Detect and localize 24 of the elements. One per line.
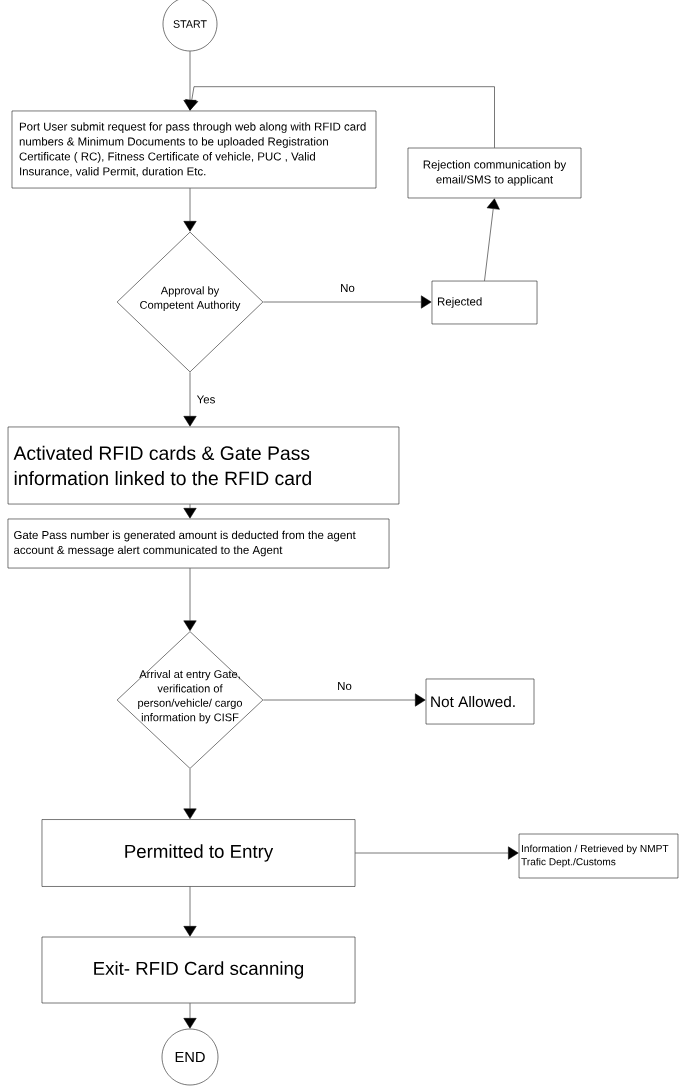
arrow bbox=[183, 768, 197, 820]
process-box: Activated RFID cards & Gate Pass information linked to the RFID card bbox=[7, 426, 400, 505]
arrow bbox=[183, 504, 197, 519]
arrow bbox=[183, 372, 197, 427]
arrow bbox=[263, 693, 426, 707]
arrow bbox=[263, 295, 432, 309]
process-box: Information / Retrieved by NMPT Trafic Dept./Customs bbox=[518, 833, 679, 879]
process-box: Permitted to Entry bbox=[41, 819, 356, 887]
arrow bbox=[183, 1003, 197, 1029]
arrow bbox=[183, 886, 197, 937]
process-box: Rejection communication by email/SMS to applicant bbox=[407, 147, 582, 199]
arrow bbox=[484, 198, 500, 282]
process-box: Port User submit request for pass through web along with RFID card numbers & Minimum Documents to be uploaded Registration Certificate ( RC), Fitness Certificate of vehicle, PUC , Valid Insurance, valid Permit, duration Etc. bbox=[11, 110, 377, 189]
edge-label: No bbox=[335, 680, 354, 692]
process-box: Not Allowed. bbox=[425, 678, 535, 725]
edge-label: Yes bbox=[195, 394, 217, 405]
arrow bbox=[183, 568, 197, 631]
arrow bbox=[355, 846, 519, 860]
process-box: Gate Pass number is generated amount is deducted from the agent account & message alert communicated to the Agent bbox=[7, 518, 390, 569]
arrow bbox=[183, 188, 197, 232]
arrow bbox=[185, 86, 495, 148]
process-box: Exit- RFID Card scanning bbox=[41, 936, 356, 1004]
edge-label: No bbox=[338, 282, 357, 294]
process-box: Rejected bbox=[431, 280, 538, 325]
